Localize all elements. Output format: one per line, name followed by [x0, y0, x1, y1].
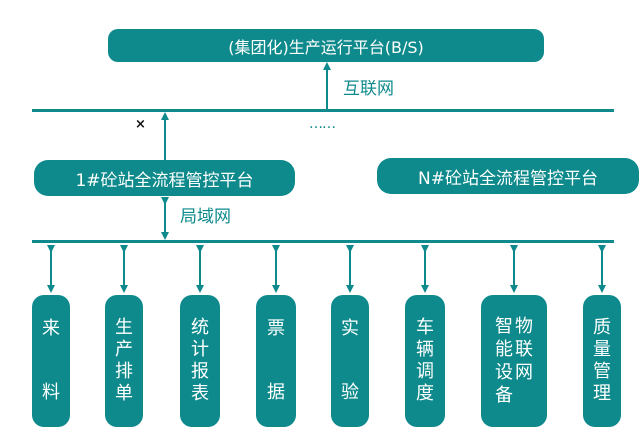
module-char: 验	[341, 382, 359, 403]
module-char: 设	[495, 362, 513, 383]
lan-label: 局域网	[180, 207, 231, 227]
module-label: 来料	[42, 318, 60, 404]
group-production-platform-label: (集团化)生产运行平台(B/S)	[228, 37, 424, 57]
x-mark: ×	[135, 117, 146, 132]
module-box-3: 票据	[256, 295, 296, 427]
module-char: 票	[267, 318, 285, 339]
station-n-platform-label: N#砼站全流程管控平台	[418, 168, 598, 189]
module-char: 生	[115, 317, 133, 338]
station-1-platform-box: 1#砼站全流程管控平台	[34, 160, 295, 196]
module-label: 票据	[267, 318, 285, 404]
module-char: 报	[191, 361, 209, 382]
module-char: 能	[495, 339, 513, 360]
module-char: 智	[495, 316, 513, 337]
module-char: 备	[495, 385, 513, 406]
module-char: 车	[416, 317, 434, 338]
module-box-4: 实验	[331, 295, 369, 427]
module-char: 表	[191, 383, 209, 404]
module-char: 单	[115, 383, 133, 404]
module-box-1: 生产排单	[105, 295, 143, 427]
module-label-columns: 智能设备物联网	[495, 315, 533, 407]
module-char: 统	[191, 317, 209, 338]
lan-bus-line	[32, 240, 614, 243]
station-n-platform-box: N#砼站全流程管控平台	[377, 158, 639, 194]
module-label: 车辆调度	[416, 317, 434, 405]
module-label: 生产排单	[115, 317, 133, 405]
internet-label: 互联网	[343, 79, 394, 99]
module-label: 物联网	[515, 315, 533, 407]
ellipsis-mark: ……	[309, 116, 336, 132]
module-box-5: 车辆调度	[405, 295, 445, 427]
station-1-platform-label: 1#砼站全流程管控平台	[75, 170, 254, 191]
module-char: 理	[593, 383, 611, 404]
module-char: 质	[593, 317, 611, 338]
internet-bus-line	[32, 109, 614, 112]
module-label: 智能设备	[495, 315, 513, 407]
module-char: 产	[115, 339, 133, 360]
module-char: 量	[593, 339, 611, 360]
module-char: 网	[515, 362, 533, 383]
module-char: 据	[267, 382, 285, 403]
module-char: 物	[515, 316, 533, 337]
group-production-platform-box: (集团化)生产运行平台(B/S)	[108, 29, 544, 62]
module-box-6: 智能设备物联网	[481, 295, 547, 427]
module-arrows	[47, 245, 606, 293]
module-char: 度	[416, 383, 434, 404]
module-char: 排	[115, 361, 133, 382]
module-char: 管	[593, 361, 611, 382]
module-label: 统计报表	[191, 317, 209, 405]
module-char: 来	[42, 318, 60, 339]
module-label: 实验	[341, 318, 359, 404]
module-box-0: 来料	[32, 295, 70, 427]
module-label: 质量管理	[593, 317, 611, 405]
module-char: 料	[42, 382, 60, 403]
module-box-7: 质量管理	[583, 295, 621, 427]
module-char: 计	[191, 339, 209, 360]
module-box-2: 统计报表	[180, 295, 220, 427]
module-char: 辆	[416, 339, 434, 360]
module-char: 实	[341, 318, 359, 339]
module-char: 调	[416, 361, 434, 382]
module-char: 联	[515, 339, 533, 360]
